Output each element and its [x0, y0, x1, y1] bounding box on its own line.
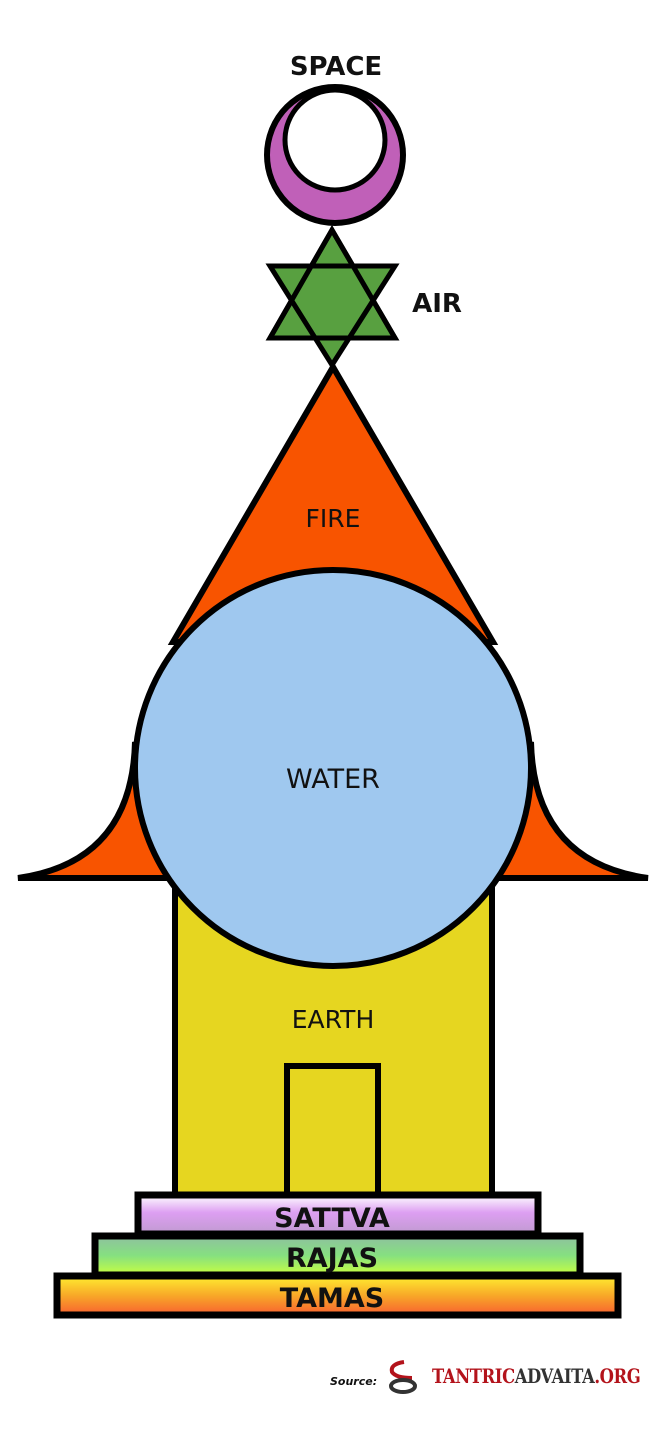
brand-part-3: .ORG — [594, 1364, 641, 1388]
water-circle — [132, 567, 534, 969]
label-space: SPACE — [290, 52, 382, 82]
label-sattva: SATTVA — [274, 1203, 390, 1234]
brand-part-2: ADVAITA — [514, 1364, 595, 1388]
label-earth: EARTH — [292, 1005, 375, 1034]
label-rajas: RAJAS — [286, 1243, 378, 1274]
label-tamas: TAMAS — [280, 1283, 384, 1314]
tantricadvaita-logo-icon — [389, 1360, 417, 1394]
tamas-bar — [53, 1272, 622, 1319]
brand-part-1: TANTRIC — [432, 1364, 515, 1388]
source-label: Source: — [330, 1375, 378, 1388]
label-fire: FIRE — [306, 504, 361, 533]
label-water: WATER — [286, 764, 380, 795]
label-air: AIR — [412, 289, 462, 319]
space-symbol — [264, 84, 406, 226]
source-brand[interactable]: TANTRICADVAITA.ORG — [432, 1364, 641, 1388]
sattva-bar — [134, 1191, 542, 1238]
air-star — [265, 225, 400, 370]
door — [284, 1063, 381, 1199]
